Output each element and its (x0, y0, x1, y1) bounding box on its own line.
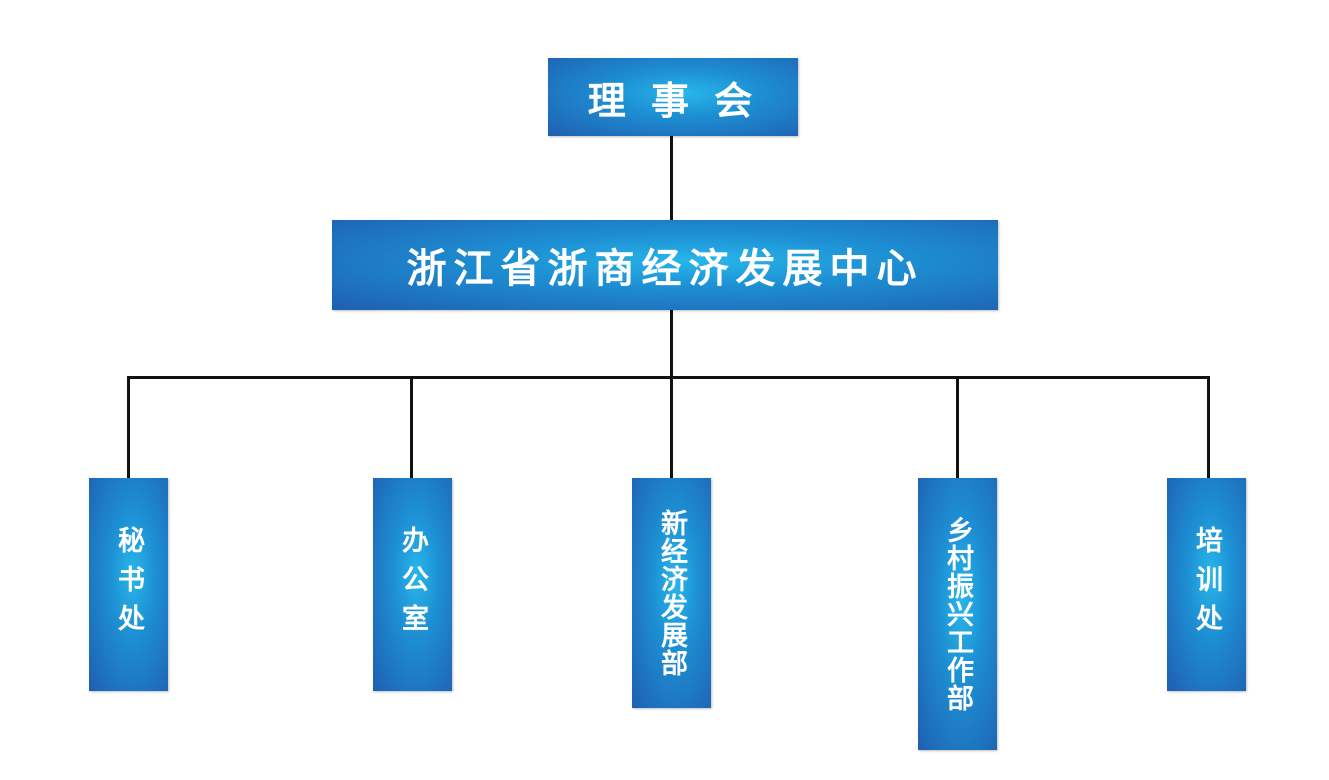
connector-center-bus (670, 310, 673, 378)
root-box-board: 理 事 会 (548, 58, 798, 136)
dept-label-general-office: 办公室 (397, 526, 428, 643)
connector-dept-1 (127, 376, 130, 478)
dept-box-new-economy: 新经济发展部 (632, 478, 711, 708)
dept-box-secretariat: 秘书处 (89, 478, 168, 691)
connector-dept-5 (1207, 376, 1210, 478)
connector-root-center (670, 136, 673, 220)
dept-label-training: 培训处 (1191, 526, 1222, 643)
dept-box-rural-revitalization: 乡村振兴工作部 (918, 478, 997, 750)
connector-dept-4 (956, 376, 959, 478)
connector-horizontal-bus (127, 376, 1210, 379)
center-box-development-center: 浙江省浙商经济发展中心 (332, 220, 998, 310)
dept-label-rural-revitalization: 乡村振兴工作部 (942, 516, 973, 712)
center-box-label: 浙江省浙商经济发展中心 (406, 246, 924, 292)
root-box-label: 理 事 会 (587, 78, 759, 123)
connector-dept-3 (670, 376, 673, 478)
connector-dept-2 (410, 376, 413, 478)
dept-box-general-office: 办公室 (373, 478, 452, 691)
dept-box-training: 培训处 (1167, 478, 1246, 691)
dept-label-new-economy: 新经济发展部 (656, 509, 687, 677)
dept-label-secretariat: 秘书处 (113, 526, 144, 643)
